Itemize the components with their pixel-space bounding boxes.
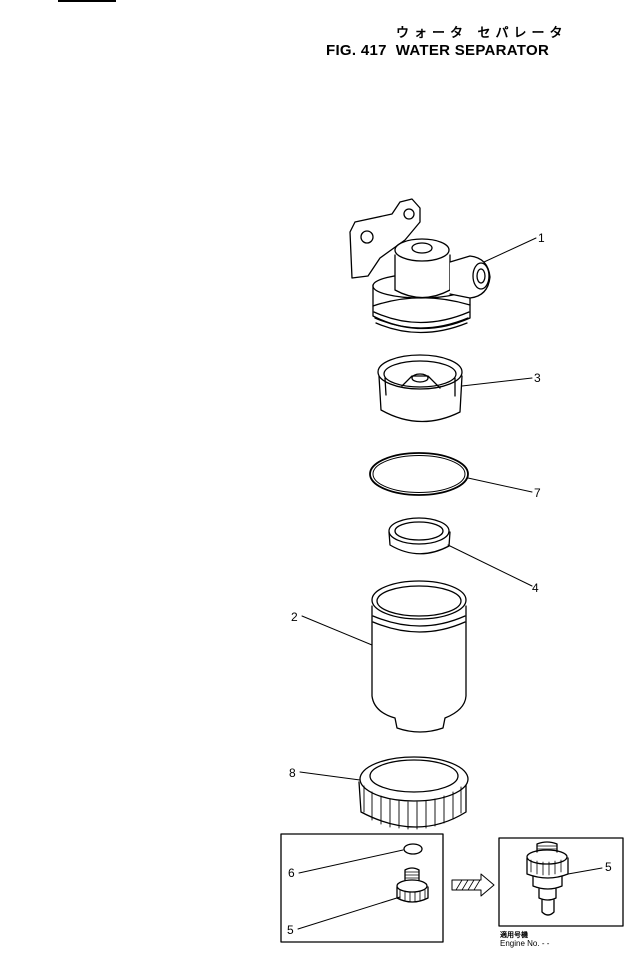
figure-number: FIG. 417 <box>326 42 387 59</box>
applicable-label-japanese: 適用号機 <box>500 931 528 939</box>
part-3-baffle-cup <box>377 354 463 423</box>
figure-name: WATER SEPARATOR <box>395 42 550 59</box>
part-8-ring-nut <box>358 756 469 830</box>
callout-5-right: 5 <box>605 860 612 874</box>
callout-6: 6 <box>288 866 295 880</box>
part-7-o-ring <box>369 452 469 496</box>
part-5-alternate-drain-plug <box>526 841 569 916</box>
engine-number-label: Engine No. <box>500 939 540 948</box>
callout-7: 7 <box>534 486 541 500</box>
arrow-to-alternate-icon <box>451 873 495 897</box>
drain-plug-inset-box <box>280 833 444 943</box>
callout-5-left: 5 <box>287 923 294 937</box>
callout-leader-lines <box>297 237 603 930</box>
title-japanese: ウォータ セパレータ <box>396 26 568 41</box>
part-1-filter-head <box>349 198 491 334</box>
part-2-bowl <box>371 580 467 733</box>
callout-2: 2 <box>291 610 298 624</box>
callout-1: 1 <box>538 231 545 245</box>
top-rule <box>58 0 116 2</box>
callout-3: 3 <box>534 371 541 385</box>
engine-number-row: Engine No. - - <box>500 939 549 948</box>
callout-8: 8 <box>289 766 296 780</box>
engine-number-value: - - <box>541 939 550 948</box>
alternate-plug-inset-box <box>498 837 624 927</box>
figure-title: FIG. 417 WATER SEPARATOR <box>326 42 549 59</box>
part-4-ring <box>388 517 451 555</box>
callout-4: 4 <box>532 581 539 595</box>
part-5-drain-plug <box>396 867 429 903</box>
part-6-seal <box>403 843 423 855</box>
